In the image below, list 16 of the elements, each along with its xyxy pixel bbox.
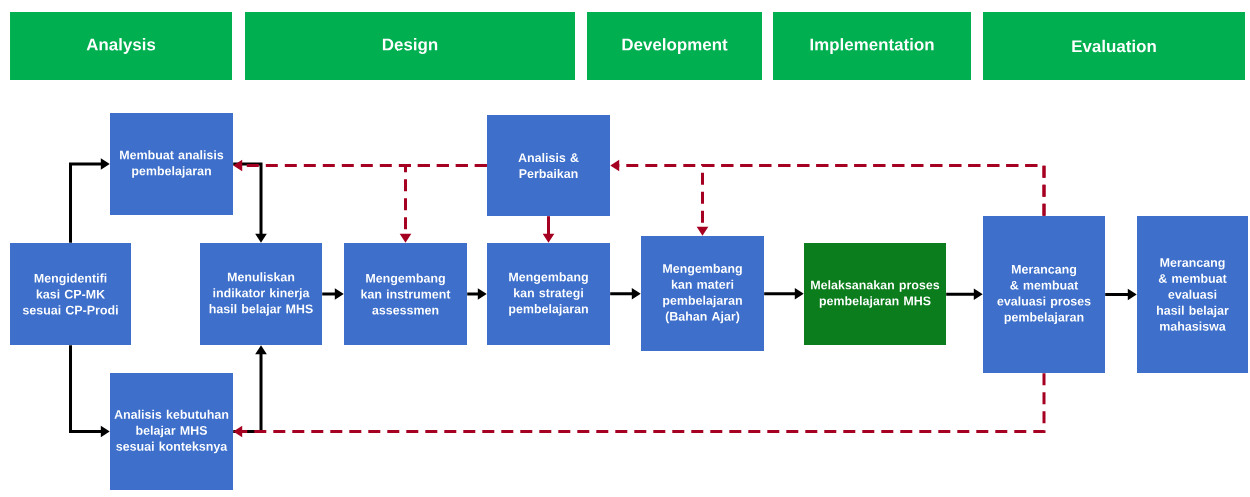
phase-band: Design xyxy=(245,12,575,80)
process-box: Membuat analisis pembelajaran xyxy=(110,113,233,215)
phase-band: Development xyxy=(587,12,762,80)
process-box: Merancang & membuat evaluasi hasil belajar mahasiswa xyxy=(1137,216,1248,373)
process-box: Mengembang kan materi pembelajaran (Bahan Ajar) xyxy=(641,236,764,351)
process-box: Analisis kebutuhan belajar MHS sesuai konteksnya xyxy=(110,373,233,490)
process-box: Mengembang kan strategi pembelajaran xyxy=(487,243,610,345)
process-box: Analisis & Perbaikan xyxy=(487,115,610,216)
phase-band: Analysis xyxy=(10,12,232,80)
process-box: Mengembang kan instrument assessmen xyxy=(344,243,467,345)
activity-box: Melaksanakan proses pembelajaran MHS xyxy=(804,243,946,345)
process-box: Menuliskan indikator kinerja hasil belajar MHS xyxy=(200,243,322,345)
process-box: Merancang & membuat evaluasi proses pembelajaran xyxy=(983,216,1105,373)
phase-band: Implementation xyxy=(773,12,971,80)
process-box: Mengidentifi kasi CP-MK sesuai CP-Prodi xyxy=(10,243,131,345)
phase-band: Evaluation xyxy=(983,12,1245,80)
